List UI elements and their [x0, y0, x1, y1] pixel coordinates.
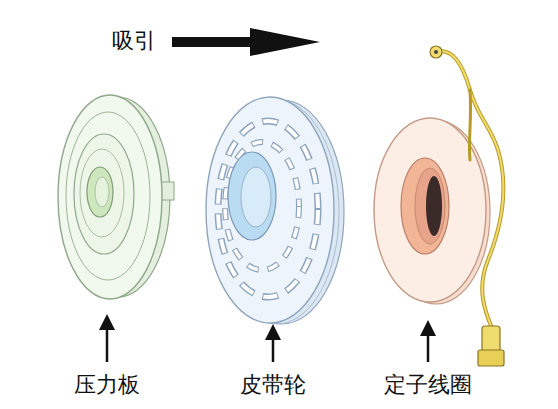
force-label: 吸引 [112, 28, 156, 54]
pressure-plate [58, 95, 174, 299]
coil-wire [430, 46, 504, 366]
part-label: 定子线圈 [384, 372, 472, 398]
leader-arrows [99, 314, 436, 362]
pulley [206, 97, 344, 324]
part-label: 皮带轮 [240, 372, 306, 398]
part-label: 压力板 [74, 372, 140, 398]
attraction-arrow [172, 28, 320, 56]
stator-coil [374, 118, 490, 304]
